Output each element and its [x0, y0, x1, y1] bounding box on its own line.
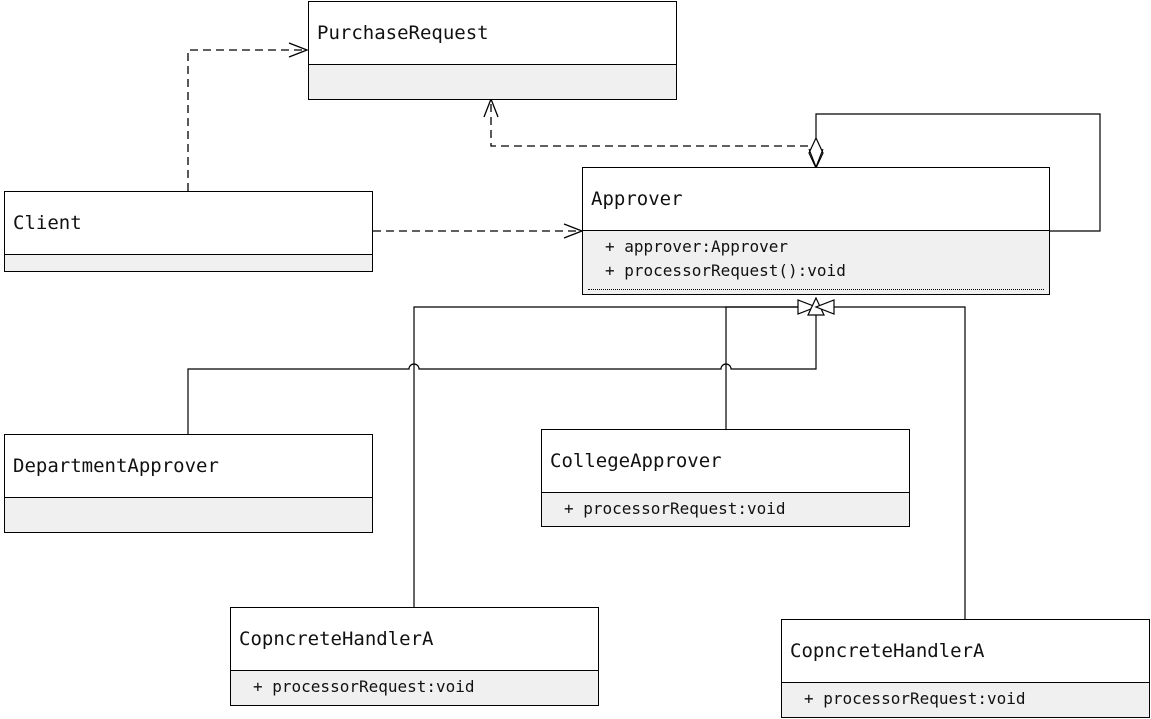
- class-name: CopncreteHandlerA: [782, 620, 1149, 683]
- class-name: CollegeApprover: [542, 430, 909, 493]
- class-name: Client: [5, 192, 372, 255]
- class-concrete-handler-right[interactable]: CopncreteHandlerA + processorRequest:voi…: [781, 619, 1150, 718]
- class-body: [5, 255, 372, 271]
- aggregation-diamond: [808, 136, 824, 170]
- class-name: Approver: [583, 168, 1049, 231]
- inheritance-triangle: [807, 296, 825, 316]
- member-operation: + processorRequest:void: [564, 499, 786, 518]
- inheritance-triangle: [814, 299, 835, 315]
- generalization-college-approver: [725, 306, 798, 430]
- class-body: + processorRequest:void: [231, 671, 598, 705]
- dependency-client-to-purchaserequest: [187, 49, 305, 191]
- class-body: [5, 498, 372, 532]
- class-department-approver[interactable]: DepartmentApprover: [4, 434, 373, 533]
- class-body: + processorRequest:void: [782, 683, 1149, 717]
- class-college-approver[interactable]: CollegeApprover + processorRequest:void: [541, 429, 910, 527]
- class-purchase-request[interactable]: PurchaseRequest: [308, 1, 677, 100]
- self-reference-arrowhead: [808, 148, 824, 169]
- open-arrowhead: [288, 42, 309, 58]
- member-operation: + processorRequest():void: [605, 261, 846, 280]
- dependency-approver-to-purchaserequest: [490, 101, 808, 147]
- inheritance-triangle: [797, 299, 818, 315]
- class-name: DepartmentApprover: [5, 435, 372, 498]
- class-body: [309, 65, 676, 99]
- member-attribute: + approver:Approver: [605, 237, 789, 256]
- class-approver[interactable]: Approver + approver:Approver + processor…: [582, 167, 1050, 295]
- member-operation: + processorRequest:void: [804, 689, 1026, 708]
- generalization-department-approver: [187, 315, 817, 435]
- class-name: PurchaseRequest: [309, 2, 676, 65]
- open-arrowhead: [563, 223, 584, 239]
- class-client[interactable]: Client: [4, 191, 373, 272]
- member-operation: + processorRequest:void: [253, 677, 475, 696]
- open-arrowhead: [483, 97, 499, 118]
- class-body: + processorRequest:void: [542, 493, 909, 526]
- class-body: + approver:Approver + processorRequest()…: [583, 231, 1049, 294]
- class-concrete-handler-left[interactable]: CopncreteHandlerA + processorRequest:voi…: [230, 607, 599, 706]
- separator-line: [588, 289, 1044, 290]
- class-name: CopncreteHandlerA: [231, 608, 598, 671]
